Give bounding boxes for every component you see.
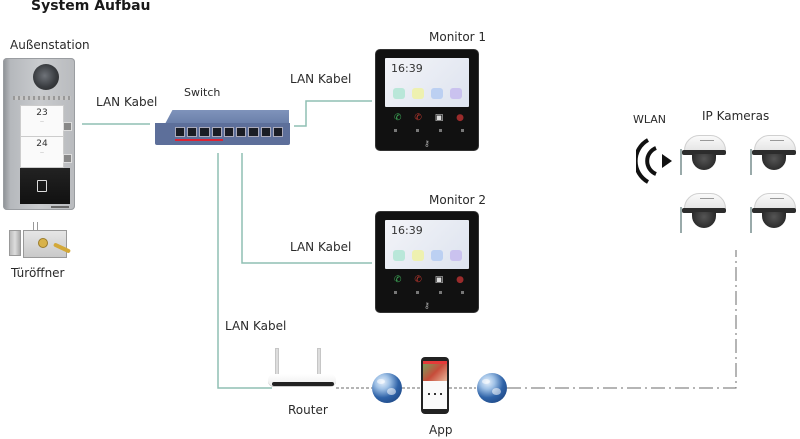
- camera-lens-icon: [692, 212, 716, 228]
- monitor-clock: 16:39: [391, 62, 423, 75]
- wlan-label: WLAN: [633, 113, 667, 126]
- internet-globe-icon: [372, 373, 402, 403]
- message-app-icon[interactable]: [412, 88, 424, 99]
- switch-ports: [175, 127, 283, 137]
- internet-link-globe2-cameras: [507, 250, 737, 389]
- lock-keeper: [9, 230, 21, 256]
- monitor-screen[interactable]: 16:39: [385, 58, 469, 107]
- poe-stripe: [175, 139, 223, 141]
- answer-icon[interactable]: ✆: [394, 275, 402, 285]
- lan-cable-switch-monitor1: [294, 100, 372, 127]
- lan-cable-label: LAN Kabel: [290, 240, 352, 254]
- key-icon: ⚷: [424, 301, 430, 310]
- ip-camera: [680, 193, 726, 233]
- call-app-icon[interactable]: [393, 88, 405, 99]
- app-label: App: [429, 423, 453, 437]
- app-controls: [423, 381, 447, 409]
- camera-key-icon[interactable]: ▣: [434, 275, 444, 285]
- switch-front: [155, 123, 290, 145]
- lock-wire: [33, 222, 38, 232]
- settings-app-icon[interactable]: [450, 250, 462, 261]
- monitor-clock: 16:39: [391, 224, 423, 237]
- camera-lens-icon: [762, 212, 786, 228]
- call-app-icon[interactable]: [393, 250, 405, 261]
- wifi-signal-icon: [636, 138, 672, 184]
- switch-label: Switch: [184, 86, 221, 99]
- settings-app-icon[interactable]: [450, 88, 462, 99]
- live-view-app-icon[interactable]: [431, 250, 443, 261]
- camera-lens-icon: [762, 154, 786, 170]
- brand-logo: [51, 206, 69, 208]
- unlock-key-icon[interactable]: ●: [456, 113, 464, 123]
- door-led-strip: [13, 96, 71, 100]
- answer-icon[interactable]: ✆: [394, 113, 402, 123]
- camera-antenna: [680, 207, 682, 233]
- call-number: 23: [36, 108, 48, 118]
- ip-camera: [680, 135, 726, 175]
- lan-cable-label: LAN Kabel: [290, 72, 352, 86]
- card-reader-panel: [20, 168, 70, 204]
- camera-key-icon[interactable]: ▣: [434, 113, 444, 123]
- internet-globe-icon: [477, 373, 507, 403]
- network-switch: [155, 110, 290, 146]
- door-camera-icon: [33, 64, 59, 90]
- switch-top: [165, 110, 289, 124]
- call-button-card[interactable]: 23 —: [20, 105, 64, 137]
- diagram-title: System Aufbau: [31, 0, 151, 14]
- hangup-icon[interactable]: ✆: [414, 275, 422, 285]
- lan-cable-switch-router: [217, 153, 272, 389]
- key-icon: ⚷: [424, 139, 430, 148]
- call-button-card[interactable]: 24 —: [20, 136, 64, 168]
- camera-lens-icon: [692, 154, 716, 170]
- monitor-2-label: Monitor 2: [429, 193, 487, 207]
- live-view-app-icon[interactable]: [431, 88, 443, 99]
- unlock-key-icon[interactable]: ●: [456, 275, 464, 285]
- monitor-screen[interactable]: 16:39: [385, 220, 469, 269]
- lan-cable-label: LAN Kabel: [225, 319, 287, 333]
- camera-antenna: [680, 149, 682, 175]
- lan-cable-label: LAN Kabel: [96, 95, 158, 109]
- door-station-label: Außenstation: [10, 38, 90, 52]
- ip-camera: [750, 135, 796, 175]
- door-opener: [9, 222, 72, 258]
- router-stripe: [272, 382, 334, 386]
- smartphone-app: [421, 357, 449, 414]
- app-video-preview[interactable]: [423, 364, 447, 381]
- hangup-icon[interactable]: ✆: [414, 113, 422, 123]
- camera-antenna: [750, 207, 752, 233]
- monitor-1: 16:39 ✆ ✆ ▣ ● ⚷: [376, 50, 478, 150]
- app-header-bar: [423, 361, 447, 364]
- monitor-2: 16:39 ✆ ✆ ▣ ● ⚷: [376, 212, 478, 312]
- call-button[interactable]: [63, 122, 72, 131]
- lan-cable-switch-monitor2: [241, 153, 372, 264]
- monitor-1-label: Monitor 1: [429, 30, 487, 44]
- ip-cameras-label: IP Kameras: [702, 109, 770, 123]
- lock-cylinder-icon: [38, 238, 48, 248]
- camera-antenna: [750, 149, 752, 175]
- ip-camera: [750, 193, 796, 233]
- router-label: Router: [288, 403, 328, 417]
- call-button[interactable]: [63, 154, 72, 163]
- rfid-icon: [37, 180, 47, 192]
- message-app-icon[interactable]: [412, 250, 424, 261]
- call-number: 24: [36, 139, 48, 149]
- router: [268, 348, 336, 386]
- door-opener-label: Türöffner: [11, 266, 65, 280]
- door-station: 23 — 24 —: [3, 58, 75, 210]
